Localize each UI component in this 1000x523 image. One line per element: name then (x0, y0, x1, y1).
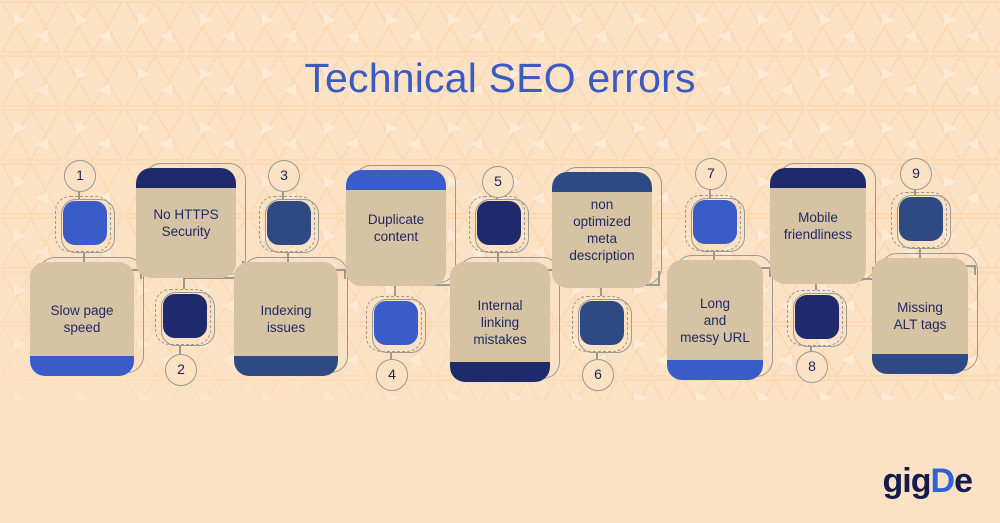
infographic-item-2: No HTTPS Security 2 (0, 0, 246, 420)
error-card-4[interactable]: Duplicate content (346, 165, 456, 286)
icon-swatch (163, 294, 207, 338)
error-icon-8[interactable] (787, 290, 847, 348)
error-card-5[interactable]: Internal linking mistakes (450, 257, 560, 382)
icon-swatch (477, 201, 521, 245)
infographic-item-3: Indexing issues 3 (0, 0, 348, 420)
step-number-8: 8 (796, 351, 828, 383)
step-number-2: 2 (165, 354, 197, 386)
card-accent-bar (234, 356, 338, 376)
card-label: Long and messy URL (680, 295, 750, 345)
icon-swatch (267, 201, 311, 245)
error-icon-6[interactable] (572, 296, 632, 354)
card-body: Internal linking mistakes (450, 262, 550, 382)
infographic-item-1: Slow page speed 1 (0, 0, 160, 420)
error-card-2[interactable]: No HTTPS Security (136, 163, 246, 278)
step-number-9: 9 (900, 158, 932, 190)
logo-text-d: D (930, 462, 956, 500)
connector-stub (179, 346, 181, 354)
error-card-1[interactable]: Slow page speed (30, 257, 144, 376)
logo-text-e: e (954, 462, 973, 500)
card-label: Slow page speed (50, 303, 114, 335)
card-accent-bar (872, 354, 968, 374)
step-number-7: 7 (695, 158, 727, 190)
card-label: No HTTPS Security (153, 207, 219, 239)
icon-swatch (899, 197, 943, 241)
card-body: Duplicate content (346, 170, 446, 286)
card-body: non optimized meta description (552, 172, 652, 288)
card-body: No HTTPS Security (136, 168, 236, 278)
error-icon-3[interactable] (259, 196, 319, 254)
infographic-item-7: Long and messy URL 7 (0, 0, 773, 420)
icon-swatch (63, 201, 107, 245)
step-number-5: 5 (482, 166, 514, 198)
error-icon-1[interactable] (55, 196, 115, 254)
card-label: Indexing issues (260, 303, 312, 335)
card-body: Slow page speed (30, 262, 134, 376)
step-number-3: 3 (268, 160, 300, 192)
logo-text-gig: gig (882, 462, 932, 500)
error-icon-7[interactable] (685, 195, 745, 253)
card-accent-bar (667, 360, 763, 380)
error-card-3[interactable]: Indexing issues (234, 257, 348, 376)
error-card-9[interactable]: Missing ALT tags (872, 253, 978, 374)
infographic-item-4: Duplicate content 4 (0, 0, 456, 420)
icon-swatch (795, 295, 839, 339)
card-accent-bar (450, 362, 550, 382)
error-icon-9[interactable] (891, 192, 951, 250)
infographic-item-8: Mobile friendliness 8 (0, 0, 876, 420)
page-title: Technical SEO errors (304, 55, 696, 101)
infographic-item-9: Missing ALT tags 9 (0, 0, 978, 420)
error-icon-4[interactable] (366, 296, 426, 354)
infographic-item-6: non optimized meta description 6 (0, 0, 662, 420)
error-card-6[interactable]: non optimized meta description (552, 167, 662, 288)
card-accent-bar (552, 172, 652, 192)
card-body: Long and messy URL (667, 260, 763, 380)
step-number-6: 6 (582, 359, 614, 391)
error-card-7[interactable]: Long and messy URL (667, 255, 773, 380)
icon-swatch (374, 301, 418, 345)
error-card-8[interactable]: Mobile friendliness (770, 163, 876, 284)
card-label: non optimized meta description (569, 197, 635, 263)
card-label: Duplicate content (367, 212, 425, 244)
card-label: Missing ALT tags (893, 300, 947, 332)
card-accent-bar (30, 356, 134, 376)
infographic-item-5: Internal linking mistakes 5 (0, 0, 560, 420)
card-accent-bar (136, 168, 236, 188)
card-body: Mobile friendliness (770, 168, 866, 284)
card-accent-bar (770, 168, 866, 188)
brand-logo: gigDe (882, 462, 973, 501)
card-body: Missing ALT tags (872, 258, 968, 374)
card-label: Mobile friendliness (783, 210, 853, 242)
error-icon-2[interactable] (155, 289, 215, 347)
step-number-1: 1 (64, 160, 96, 192)
error-icon-5[interactable] (469, 196, 529, 254)
icon-swatch (580, 301, 624, 345)
icon-swatch (693, 200, 737, 244)
card-body: Indexing issues (234, 262, 338, 376)
step-number-4: 4 (376, 359, 408, 391)
card-label: Internal linking mistakes (473, 297, 527, 347)
card-accent-bar (346, 170, 446, 190)
